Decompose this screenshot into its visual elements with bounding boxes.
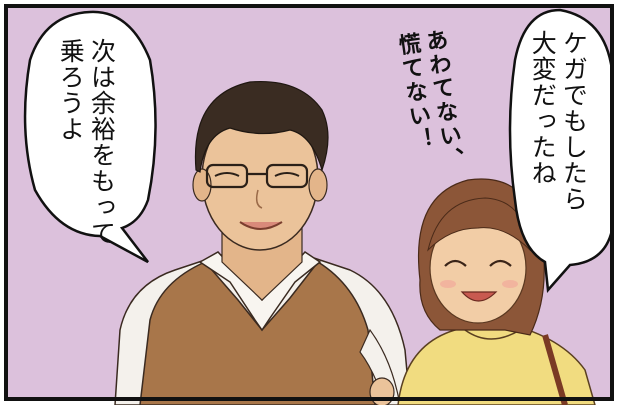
vest-shape	[139, 261, 376, 406]
speech-balloon-left	[23, 10, 157, 264]
man-hair	[194, 80, 329, 173]
man-figure	[114, 80, 411, 407]
speech-text-left: 次は余裕をもって 乗ろうよ	[56, 38, 117, 246]
glasses-icon	[205, 163, 309, 189]
speech-text-right: ケガでもしたら 大変だったね	[528, 30, 589, 212]
woman-figure	[397, 178, 596, 406]
panel-frame	[4, 4, 614, 401]
